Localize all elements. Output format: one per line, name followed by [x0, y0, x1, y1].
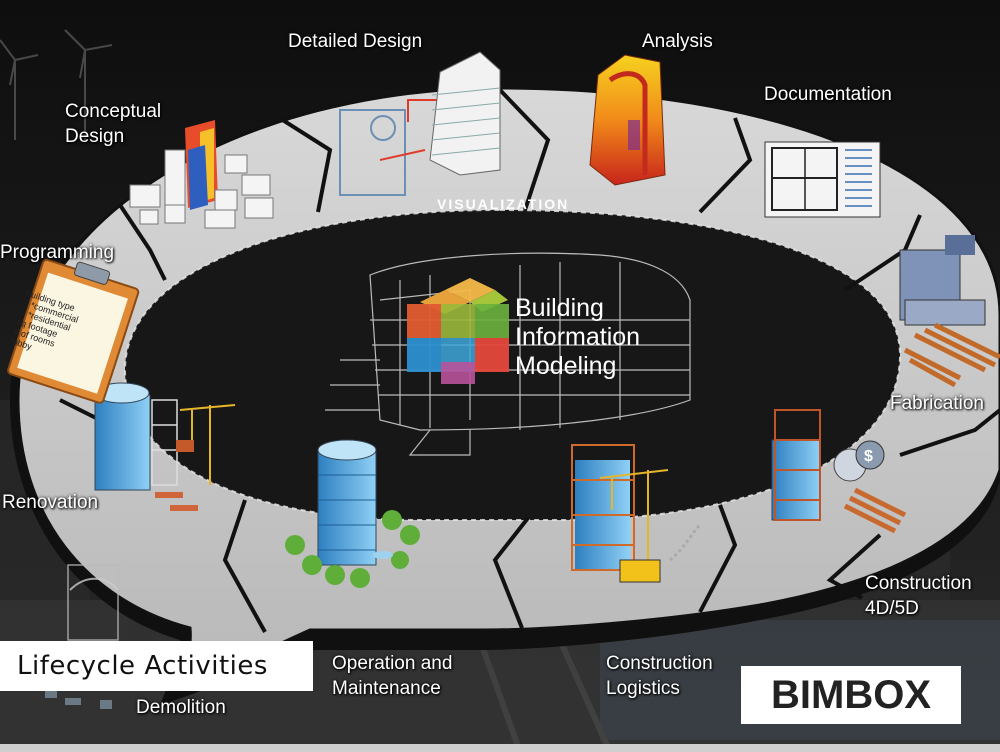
bim-title: Building Information Modeling: [515, 294, 640, 381]
label-detailed-design: Detailed Design: [288, 31, 423, 52]
bottom-band: [0, 744, 1000, 752]
svg-text:$: $: [864, 448, 873, 465]
label-programming: Programming: [0, 242, 115, 263]
label-analysis: Analysis: [642, 31, 713, 52]
label-fabrication: Fabrication: [890, 393, 984, 414]
bimbox-logo: BIMBOX: [741, 666, 961, 724]
documentation-floorplan: [764, 141, 881, 218]
segment-dividers: [59, 88, 1000, 633]
conceptual-massing-model: [129, 120, 274, 229]
bim-title-line3: Modeling: [515, 352, 617, 380]
label-demolition: Demolition: [136, 697, 226, 718]
label-renovation: Renovation: [2, 492, 99, 513]
visualization-label: VISUALIZATION: [437, 196, 570, 212]
detailed-design-model: [339, 51, 501, 196]
demolition-model: [45, 564, 119, 709]
ring-inner: [125, 210, 900, 520]
analysis-heatmap-tower: [589, 54, 666, 186]
label-operation-line1: Operation and: [332, 653, 453, 674]
operation-maintenance-model: [285, 439, 420, 588]
label-conceptual-line2: Design: [65, 126, 125, 147]
construction-4d5d-model: $: [771, 409, 907, 534]
construction-logistics-model: [571, 444, 702, 583]
label-operation-line2: Maintenance: [332, 678, 441, 699]
lifecycle-activities-caption: Lifecycle Activities: [0, 641, 313, 691]
label-logistics-line2: Logistics: [606, 678, 680, 699]
bim-title-line1: Building: [515, 294, 604, 322]
label-logistics-line1: Construction: [606, 653, 713, 674]
fabrication-machine: [899, 235, 1000, 388]
bim-cube-logo: [407, 278, 509, 384]
programming-clipboard: [7, 258, 140, 404]
label-construction-line2: 4D/5D: [865, 598, 919, 619]
label-construction-line1: Construction: [865, 573, 972, 594]
label-conceptual-line1: Conceptual: [65, 101, 162, 122]
renovation-model: [94, 382, 236, 511]
bim-title-line2: Information: [515, 323, 641, 351]
label-documentation: Documentation: [764, 84, 892, 105]
